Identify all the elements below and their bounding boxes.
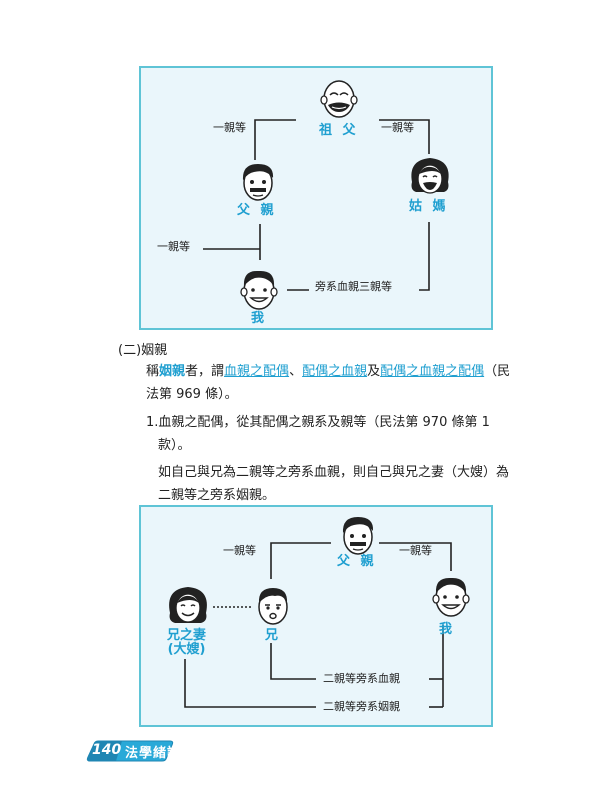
degree-label-father-me: 一親等 [399, 544, 432, 557]
father-face-icon [242, 164, 274, 201]
aunt-label: 姑 媽 [409, 199, 449, 214]
page-number: 140 [92, 742, 122, 758]
degree-label-me-aunt: 旁系血親三親等 [315, 280, 392, 293]
affinity-relative-label: 二親等旁系姻親 [323, 700, 400, 713]
degree-label-grandfather-father: 一親等 [213, 121, 246, 134]
example-line-2: 二親等之旁系姻親。 [158, 488, 276, 503]
footer-page-tab [86, 740, 174, 762]
brother-label: 兄 [265, 628, 282, 643]
brother-face-icon [258, 588, 288, 625]
blood-relative-label: 二親等旁系血親 [323, 672, 400, 685]
aunt-face-icon [411, 158, 449, 194]
me-label: 我 [251, 311, 268, 326]
grandfather-face-icon [320, 80, 358, 118]
affinity-definition-line-1: 稱姻親者，謂血親之配偶、配偶之血親及配偶之血親之配偶（民 [146, 364, 511, 379]
degree-label-grandfather-aunt: 一親等 [381, 121, 414, 134]
family-diagram-affinity: 父 親 我 兄 兄之妻 (大嫂) 一親等 一親等 二親等旁系血親 二親等旁系姻親 [139, 505, 493, 727]
me-face-icon-2 [432, 577, 470, 617]
section-heading-affinity: (二)姻親 [118, 343, 168, 358]
family-diagram-blood-relatives: 祖 父 父 親 姑 媽 我 一親等 一親等 一親等 旁系血親三親等 [139, 66, 493, 330]
father-label: 父 親 [237, 203, 277, 218]
item-1-line-1: 1.血親之配偶，從其配偶之親系及親等（民法第 970 條第 1 [146, 415, 490, 430]
affinity-definition-line-2: 法第 969 條）。 [146, 387, 238, 402]
me-label-2: 我 [439, 622, 456, 637]
grandfather-label: 祖 父 [319, 123, 359, 138]
sister-in-law-face-icon [169, 587, 207, 623]
me-face-icon [240, 270, 278, 310]
item-1-line-2: 款）。 [158, 438, 191, 453]
diagram-2-lines [184, 542, 452, 708]
diagram-1-lines [203, 119, 430, 291]
father-face-icon-2 [342, 517, 374, 555]
book-title: 法學緒論 [125, 746, 182, 761]
example-line-1: 如自己與兄為二親等之旁系血親，則自己與兄之妻（大嫂）為 [158, 465, 510, 480]
sister-in-law-label: 兄之妻 (大嫂) [167, 628, 207, 658]
father-label-2: 父 親 [337, 554, 377, 569]
degree-label-father-me: 一親等 [157, 240, 190, 253]
degree-label-father-brother: 一親等 [223, 544, 256, 557]
